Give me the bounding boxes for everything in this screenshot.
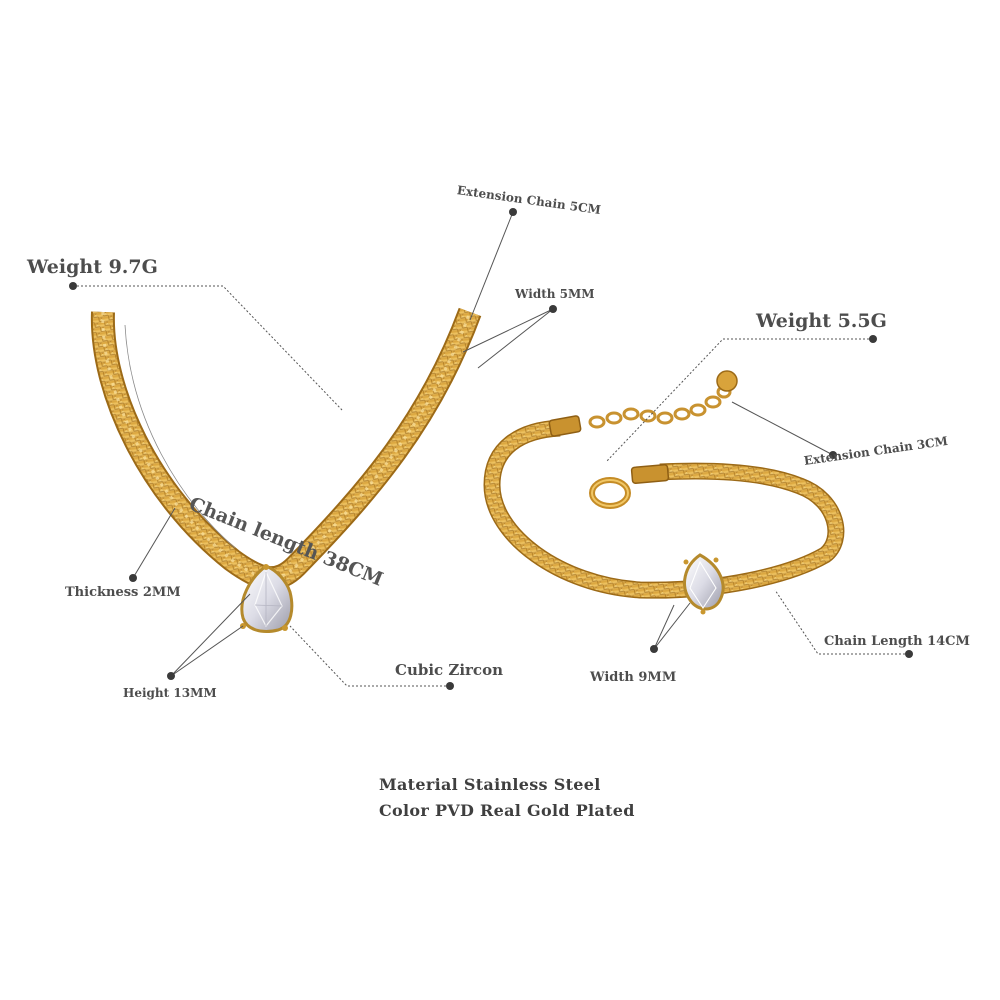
- bracelet-weight-label: Weight 5.5G: [756, 310, 887, 332]
- color-text: Color PVD Real Gold Plated: [379, 801, 635, 820]
- bracelet-width-label: Width 9MM: [590, 670, 677, 685]
- necklace-thickness-label: Thickness 2MM: [65, 585, 181, 600]
- lobster-clasp: [589, 477, 631, 509]
- leader-lines: [73, 211, 909, 687]
- dot-bracelet-width: [650, 645, 658, 653]
- charm-disc: [716, 370, 738, 392]
- bracelet: [483, 370, 845, 615]
- dot-bracelet-weight: [869, 335, 877, 343]
- dot-necklace-extension: [509, 208, 517, 216]
- dot-cubic-zircon: [446, 682, 454, 690]
- necklace: [90, 307, 482, 633]
- extension-chain: [588, 385, 732, 429]
- dot-bracelet-extension: [829, 451, 837, 459]
- bracelet-chain-length-label: Chain Length 14CM: [824, 634, 970, 649]
- necklace-width-label: Width 5MM: [515, 287, 595, 301]
- leader-dots: [69, 208, 913, 690]
- cubic-zircon-label: Cubic Zircon: [395, 661, 503, 679]
- dot-bracelet-length: [905, 650, 913, 658]
- dot-necklace-thickness: [129, 574, 137, 582]
- necklace-height-label: Height 13MM: [123, 686, 217, 700]
- bracelet-gem: [683, 553, 725, 615]
- necklace-pendant: [240, 564, 294, 633]
- dot-necklace-weight: [69, 282, 77, 290]
- necklace-weight-label: Weight 9.7G: [27, 256, 158, 278]
- material-text: Material Stainless Steel: [379, 775, 601, 794]
- dot-necklace-width: [549, 305, 557, 313]
- dot-necklace-height: [167, 672, 175, 680]
